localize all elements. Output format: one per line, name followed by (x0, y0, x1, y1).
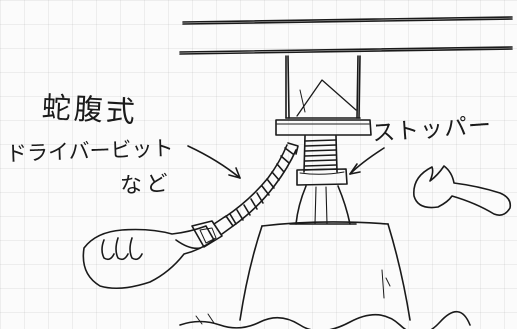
stopper-arrow (349, 147, 385, 175)
bellows-bit (224, 142, 299, 227)
base-pad (239, 221, 411, 321)
post-block (285, 55, 361, 119)
bellows-label: 蛇腹式 (41, 90, 139, 129)
hand-icon (82, 215, 234, 290)
etc-label: など (119, 171, 173, 199)
beam (179, 16, 513, 55)
driver-bit-label: ドライバービット (5, 136, 174, 166)
threaded-bolt (303, 135, 338, 173)
ground-line (179, 310, 471, 329)
wrench-icon (413, 165, 512, 216)
jack-stem (289, 185, 357, 225)
stopper-nut (296, 168, 348, 186)
top-plate (275, 119, 372, 136)
bit-arrow (187, 145, 241, 179)
